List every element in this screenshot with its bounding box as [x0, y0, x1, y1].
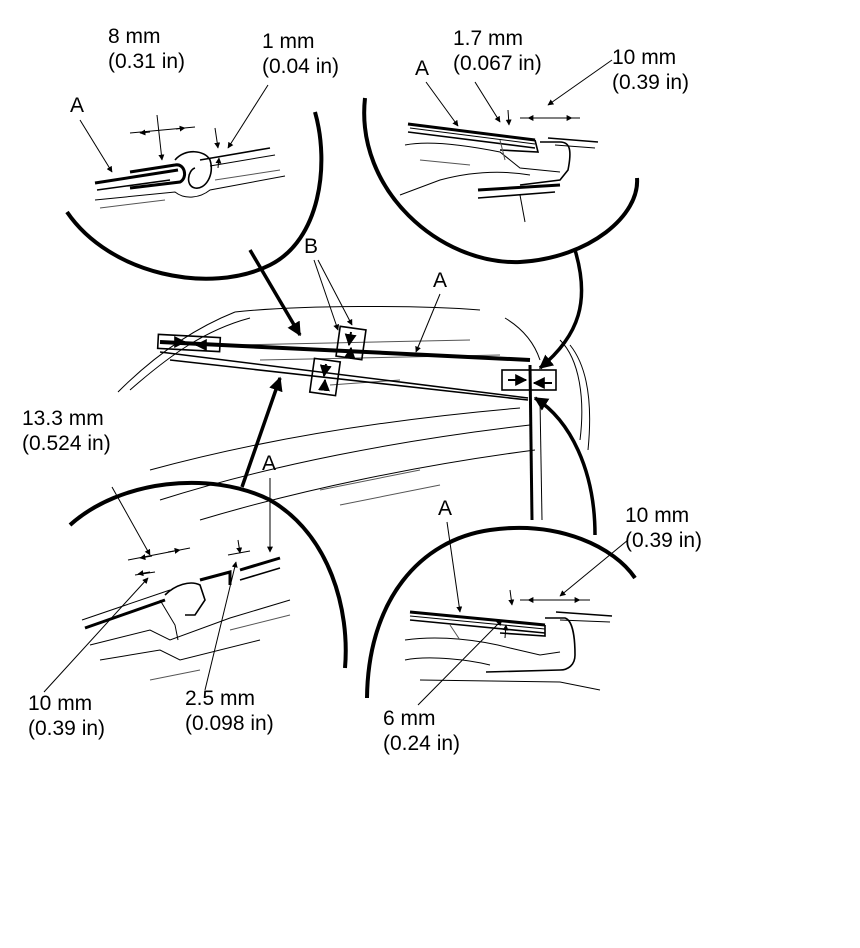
label-a-top-left: A — [70, 94, 84, 117]
callout-10mm-tr-imperial: (0.39 in) — [612, 71, 689, 94]
roof-edge-line — [159, 351, 529, 399]
callout-10mm-br-imperial: (0.39 in) — [625, 529, 702, 552]
detail-top-right: A 1.7 mm (0.067 in) 10 mm (0.39 in) — [362, 27, 689, 265]
detail-circle-bottom-left — [68, 480, 348, 669]
callout-10mm-bl-metric: 10 mm — [28, 692, 92, 715]
clip-box-front — [156, 333, 222, 353]
callout-1mm-metric: 1 mm — [262, 30, 315, 53]
callout-2-5mm-metric: 2.5 mm — [185, 687, 255, 710]
callout-1-7mm-metric: 1.7 mm — [453, 27, 523, 50]
label-a-bottom-right: A — [438, 497, 452, 520]
vehicle-roof-view: B A — [117, 235, 591, 521]
detail-connector-arrows — [240, 249, 597, 536]
label-b: B — [304, 235, 318, 258]
clip-box-rear — [501, 369, 557, 391]
callout-1mm-imperial: (0.04 in) — [262, 55, 339, 78]
callout-10mm-br-metric: 10 mm — [625, 504, 689, 527]
detail-circle-top-left — [65, 111, 324, 281]
detail-bottom-right: A 10 mm (0.39 in) 6 mm (0.24 in) — [365, 497, 702, 755]
clip-box-b-upper — [335, 325, 367, 361]
detail-bottom-left: A 13.3 mm (0.524 in) 10 mm (0.39 in) 2.5… — [22, 407, 348, 740]
callout-10mm-bl-imperial: (0.39 in) — [28, 717, 105, 740]
label-a-center: A — [433, 269, 447, 292]
roof-front-edge — [117, 311, 236, 393]
callout-10mm-tr-metric: 10 mm — [612, 46, 676, 69]
detail-top-left: A 8 mm (0.31 in) 1 mm (0.04 in) — [65, 25, 339, 281]
callout-6mm-imperial: (0.24 in) — [383, 732, 460, 755]
label-a-top-right: A — [415, 57, 429, 80]
detail-circle-bottom-right — [365, 525, 637, 699]
callout-8mm-imperial: (0.31 in) — [108, 50, 185, 73]
clip-box-b-lower — [308, 357, 342, 397]
label-a-bottom-left: A — [262, 452, 276, 475]
callout-2-5mm-imperial: (0.098 in) — [185, 712, 274, 735]
detail-circle-top-right — [362, 97, 640, 265]
callout-13-3mm-imperial: (0.524 in) — [22, 432, 111, 455]
callout-1-7mm-imperial: (0.067 in) — [453, 52, 542, 75]
callout-13-3mm-metric: 13.3 mm — [22, 407, 104, 430]
callout-8mm-metric: 8 mm — [108, 25, 161, 48]
rear-pillar — [528, 364, 534, 521]
callout-6mm-metric: 6 mm — [383, 707, 436, 730]
